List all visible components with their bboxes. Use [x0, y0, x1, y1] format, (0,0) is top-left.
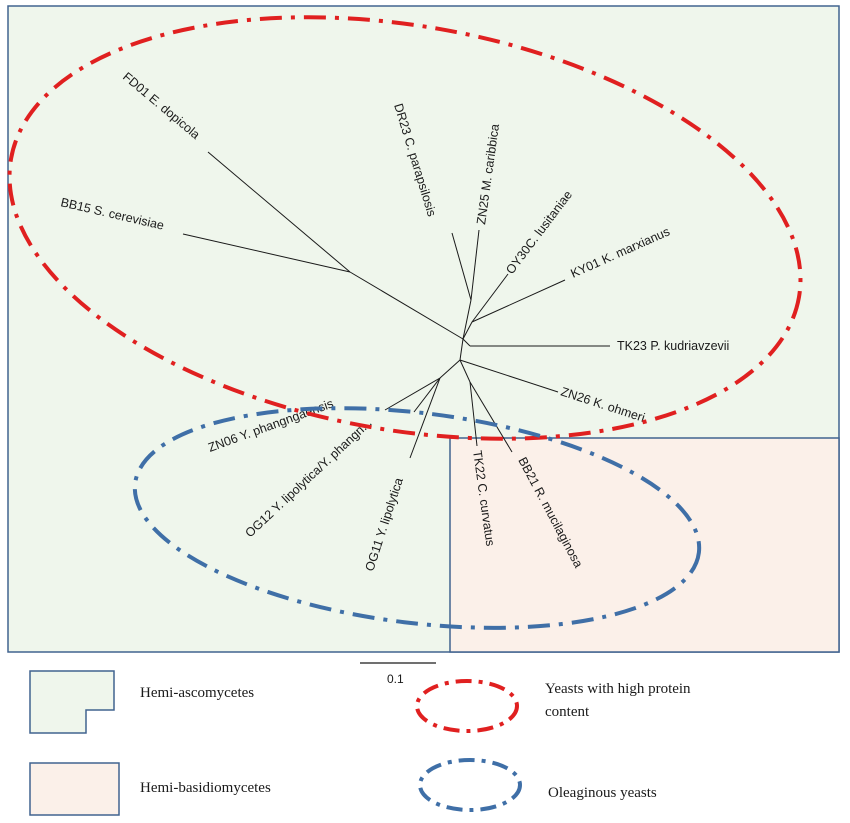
legend-oleaginous-label: Oleaginous yeasts: [548, 785, 657, 801]
branch-og11: [409, 377, 441, 459]
branch-internal: [439, 359, 461, 379]
hemi-basidiomycetes-region: [449, 437, 840, 653]
branch-bb15: [182, 233, 351, 273]
leaf-label-tk23: TK23 P. kudriavzevii: [617, 339, 729, 353]
branch-ky01: [471, 279, 566, 323]
branch-oy30: [471, 273, 509, 323]
legend: Hemi-ascomycetes Hemi-basidiomycetes Yea…: [29, 670, 691, 816]
legend-basidiomycetes-label: Hemi-basidiomycetes: [140, 780, 271, 796]
branch-tk22: [469, 381, 478, 447]
branch-fd01: [207, 151, 351, 273]
branch-internal: [462, 321, 473, 340]
legend-high-protein-label-line1: Yeasts with high protein: [545, 681, 691, 697]
branch-zn25: [470, 229, 480, 301]
branch-internal: [459, 338, 464, 361]
branch-bb21: [469, 381, 513, 453]
scale-bar-label: 0.1: [387, 672, 404, 686]
branch-internal: [459, 359, 471, 383]
legend-ascomycetes-swatch: [29, 670, 115, 734]
branch-dr23: [451, 232, 472, 301]
legend-high-protein-label-line2: content: [545, 704, 590, 720]
legend-oleaginous-swatch: [418, 758, 522, 812]
oleaginous-ellipse: [132, 406, 702, 630]
branch-zn26: [459, 359, 559, 393]
branch-zn06: [384, 377, 441, 411]
high-protein-ellipse: [7, 15, 803, 441]
legend-high-protein-swatch: [415, 679, 519, 733]
branch-og12: [413, 377, 441, 413]
tree-branches: [182, 151, 610, 459]
legend-ascomycetes-label: Hemi-ascomycetes: [140, 685, 254, 701]
branch-internal: [462, 299, 472, 340]
branch-internal: [349, 271, 464, 340]
legend-basidiomycetes-swatch: [29, 762, 120, 816]
branch-tk23: [462, 338, 471, 347]
